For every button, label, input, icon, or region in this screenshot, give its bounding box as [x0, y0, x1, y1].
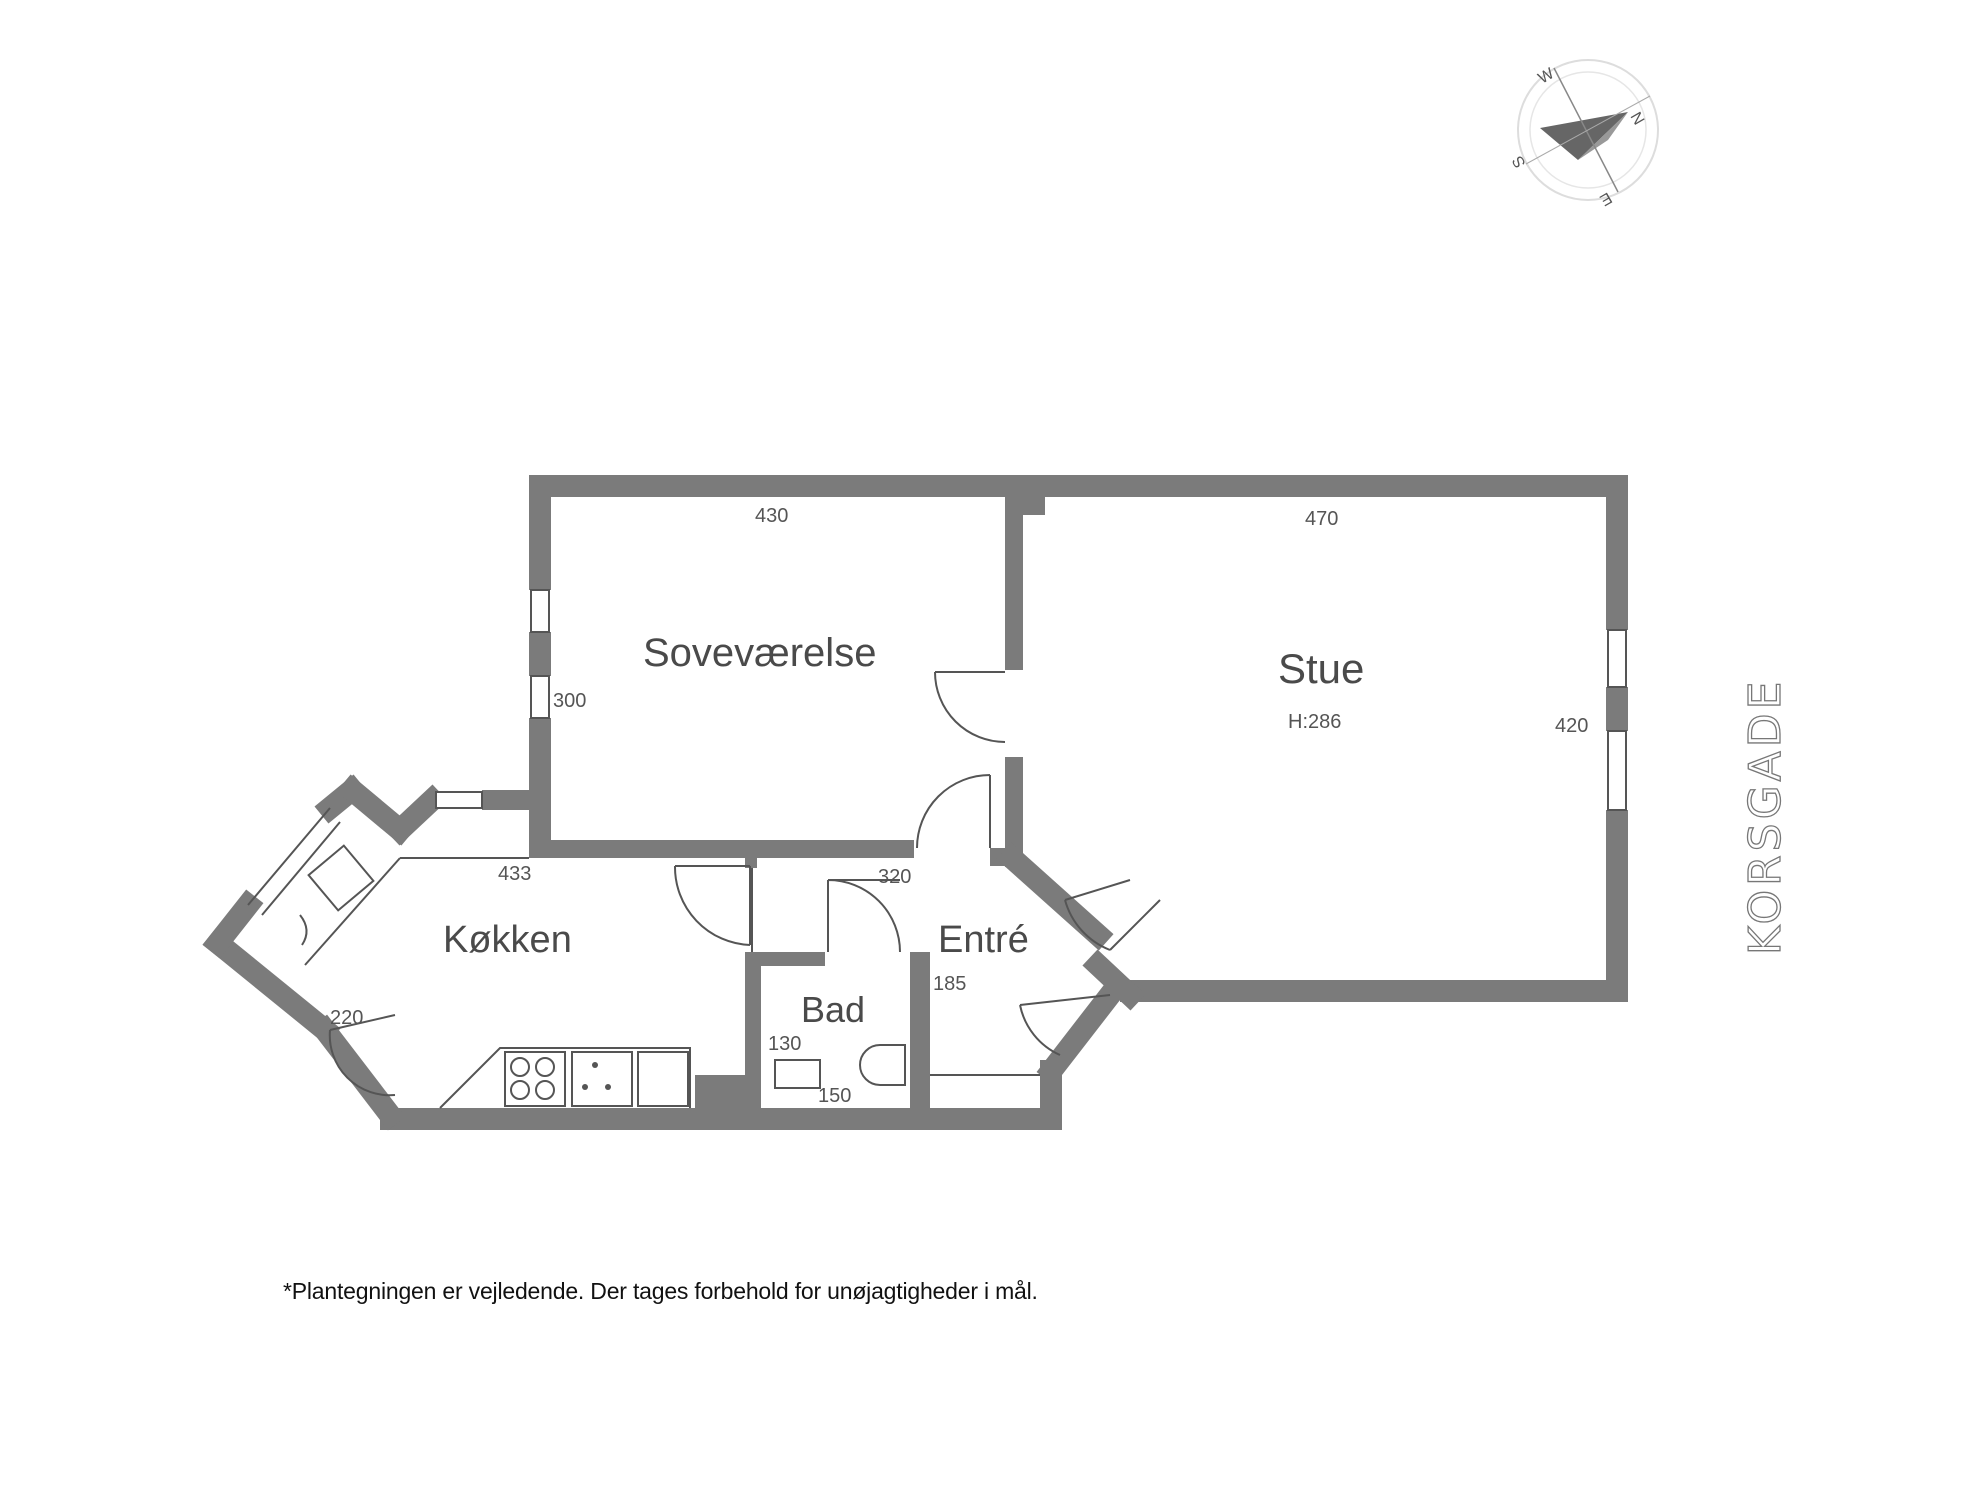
room-label-kokken: Køkken — [443, 919, 572, 961]
room-label-stue: Stue — [1278, 645, 1364, 692]
dim-kokken-width: 433 — [498, 863, 531, 885]
windows — [247, 589, 1627, 916]
dim-stue-depth: 420 — [1555, 715, 1588, 737]
doors — [328, 671, 1161, 1097]
compass-icon: W N S E — [1509, 59, 1659, 209]
dim-entre-depth: 185 — [933, 973, 966, 995]
dim-bad-depth: 130 — [768, 1033, 801, 1055]
dim-kokken-side: 220 — [330, 1007, 363, 1029]
dim-sove-width: 430 — [755, 505, 788, 527]
street-name: KORSGADE — [1740, 678, 1791, 955]
compass-north: N — [1627, 110, 1648, 129]
dim-entre-width: 320 — [878, 866, 911, 888]
stue-height: H:286 — [1288, 711, 1341, 733]
dim-sove-depth: 300 — [553, 690, 586, 712]
walls — [202, 475, 1628, 1131]
disclaimer-text: *Plantegningen er vejledende. Der tages … — [283, 1278, 1038, 1304]
dim-stue-width: 470 — [1305, 508, 1338, 530]
dim-bad-width: 150 — [818, 1085, 851, 1107]
interior-lines — [299, 844, 1040, 1109]
room-label-entre: Entré — [938, 919, 1029, 961]
room-label-bad: Bad — [801, 989, 865, 1030]
room-label-sovevaerelse: Soveværelse — [643, 631, 876, 675]
compass-south: S — [1509, 153, 1529, 171]
